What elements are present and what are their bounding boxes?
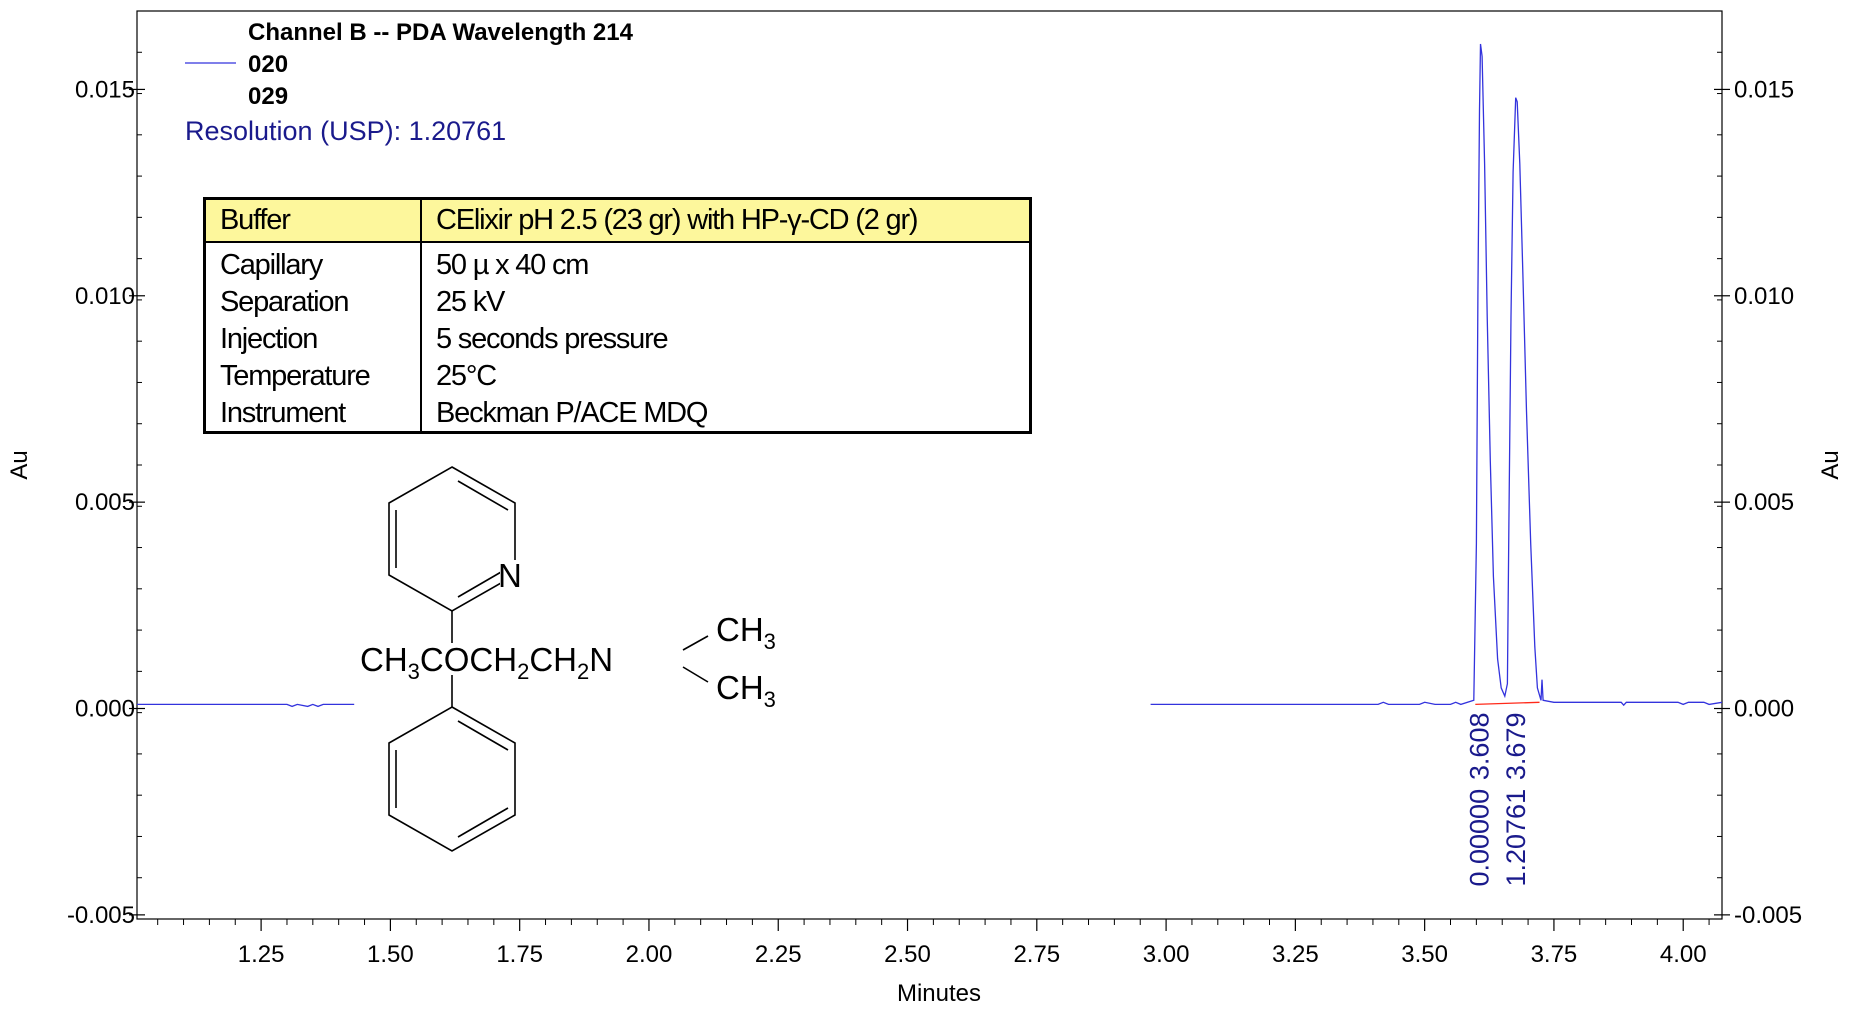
y-tick-label-left: 0.000 bbox=[75, 696, 135, 723]
series-layer bbox=[137, 43, 1723, 708]
table-value: CElixir pH 2.5 (23 gr) with HP-γ-CD (2 g… bbox=[421, 198, 1031, 243]
table-row: Injection 5 seconds pressure bbox=[204, 320, 1031, 358]
y-tick-label-left: -0.005 bbox=[67, 902, 135, 929]
table-key: Buffer bbox=[204, 198, 422, 243]
table-row: Temperature 25°C bbox=[204, 357, 1031, 395]
table-value: Beckman P/ACE MDQ bbox=[436, 396, 708, 429]
conditions-table: Buffer CElixir pH 2.5 (23 gr) with HP-γ-… bbox=[203, 197, 1032, 434]
table-row: Instrument Beckman P/ACE MDQ bbox=[204, 394, 1031, 433]
x-tick-label: 2.50 bbox=[884, 941, 931, 968]
peak-resolution-label: 0.00000 bbox=[1465, 789, 1495, 887]
methyl-top: CH3 bbox=[716, 611, 776, 654]
methyl-bottom: CH3 bbox=[716, 669, 776, 712]
y-tick-label-right: 0.010 bbox=[1734, 283, 1794, 310]
x-axis-label: Minutes bbox=[897, 980, 981, 1007]
table-value: 25 kV bbox=[436, 286, 505, 319]
y-tick-label-left: 0.010 bbox=[75, 283, 135, 310]
x-tick-label: 3.00 bbox=[1143, 941, 1190, 968]
series-line-baseline bbox=[1475, 701, 1540, 706]
x-axis: 1.25 1.50 1.75 2.00 2.25 2.50 2.75 3.00 3.25 3.50… bbox=[157, 919, 1710, 968]
chemical-structure bbox=[388, 466, 709, 852]
x-tick-label: 1.75 bbox=[496, 941, 543, 968]
legend-title: Channel B -- PDA Wavelength 214 bbox=[248, 19, 634, 46]
x-tick-label: 2.75 bbox=[1013, 941, 1060, 968]
bond-methyl-bottom bbox=[682, 666, 709, 683]
x-tick-label: 4.00 bbox=[1660, 941, 1707, 968]
table-value: 25°C bbox=[436, 359, 497, 392]
resolution-annotation: Resolution (USP): 1.20761 bbox=[185, 116, 506, 146]
table-row: Separation 25 kV bbox=[204, 283, 1031, 321]
table-key: Temperature bbox=[204, 357, 422, 395]
x-tick-label: 1.25 bbox=[238, 941, 285, 968]
series-line-020 bbox=[137, 703, 355, 708]
pyridine-ring bbox=[388, 466, 516, 612]
y-tick-label-right: 0.015 bbox=[1734, 76, 1794, 103]
table-key: Capillary bbox=[204, 241, 422, 284]
table-key: Injection bbox=[204, 320, 422, 358]
y-axis-label-left: Au bbox=[6, 450, 33, 479]
series-line-020 bbox=[1150, 43, 1723, 707]
table-row: Capillary 50 µ x 40 cm bbox=[204, 241, 1031, 284]
pyridine-nitrogen: N bbox=[498, 557, 522, 594]
x-tick-label: 3.50 bbox=[1401, 941, 1448, 968]
y-tick-label-left: 0.015 bbox=[75, 76, 135, 103]
y-axis-right: 0.015 0.010 0.005 0.000 -0.005 bbox=[1714, 51, 1802, 929]
x-tick-label: 2.00 bbox=[626, 941, 673, 968]
y-tick-label-left: 0.005 bbox=[75, 489, 135, 516]
table-value: 50 µ x 40 cm bbox=[436, 249, 589, 282]
y-tick-label-right: 0.005 bbox=[1734, 489, 1794, 516]
legend-entry-020: 020 bbox=[248, 51, 288, 78]
x-tick-label: 2.25 bbox=[755, 941, 802, 968]
table-key: Instrument bbox=[204, 394, 422, 433]
peak-time-label: 3.679 bbox=[1501, 713, 1531, 781]
y-tick-label-right: -0.005 bbox=[1734, 902, 1802, 929]
x-tick-label: 1.50 bbox=[367, 941, 414, 968]
peak-time-label: 3.608 bbox=[1465, 713, 1495, 781]
bond-methyl-top bbox=[682, 635, 709, 651]
y-tick-label-right: 0.000 bbox=[1734, 696, 1794, 723]
peak-resolution-label: 1.20761 bbox=[1501, 789, 1531, 887]
table-key: Separation bbox=[204, 283, 422, 321]
structure-chain: CH3COCH2CH2N bbox=[360, 641, 613, 684]
table-header-row: Buffer CElixir pH 2.5 (23 gr) with HP-γ-… bbox=[204, 198, 1031, 243]
x-tick-label: 3.25 bbox=[1272, 941, 1319, 968]
phenyl-ring bbox=[388, 706, 516, 852]
table-value: 5 seconds pressure bbox=[436, 322, 669, 355]
legend-entry-029: 029 bbox=[248, 83, 288, 110]
y-axis-label-right: Au bbox=[1817, 450, 1844, 479]
y-axis-left: 0.015 0.010 0.005 0.000 -0.005 bbox=[67, 51, 145, 929]
x-tick-label: 3.75 bbox=[1531, 941, 1578, 968]
